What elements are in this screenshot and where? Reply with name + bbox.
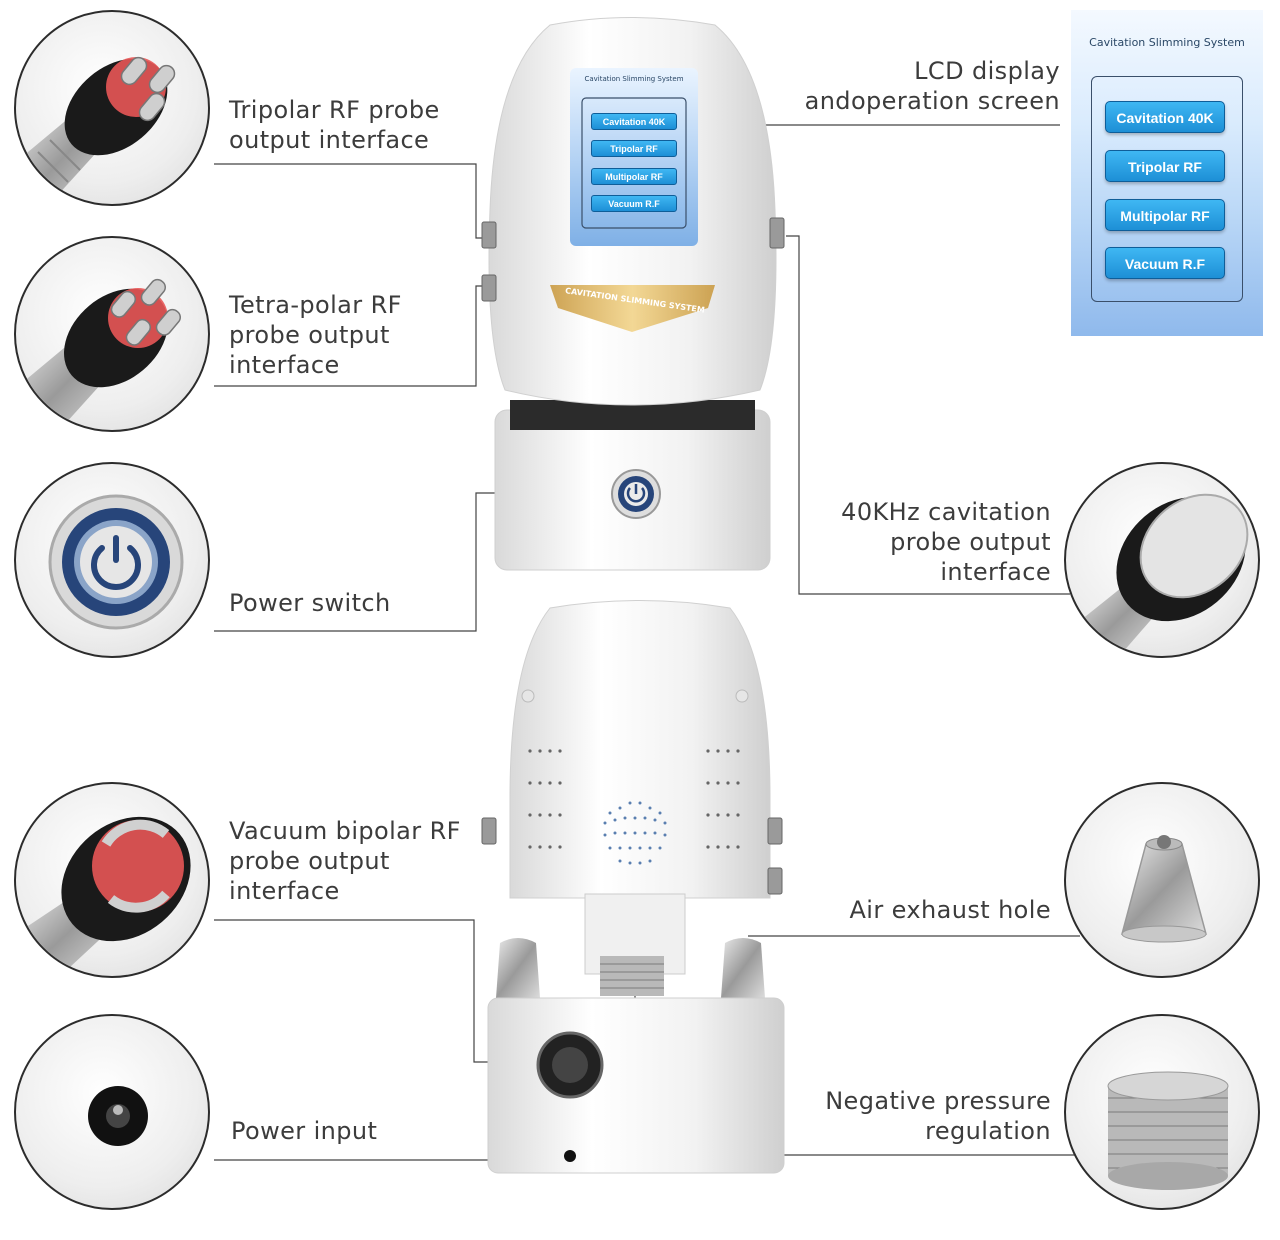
vacuum-bipolar-label: Vacuum bipolar RF probe output interface bbox=[229, 817, 461, 905]
device-back bbox=[481, 600, 785, 1174]
tetrapolar-probe-illustration bbox=[16, 278, 182, 430]
cavitation-probe-illustration bbox=[1076, 493, 1249, 656]
device-front bbox=[481, 17, 785, 571]
power-input-label: Power input bbox=[231, 1117, 378, 1145]
device-btn-cavitation[interactable]: Cavitation 40K bbox=[591, 113, 677, 130]
vacuum-probe-thumbnail bbox=[14, 782, 210, 978]
cavitation-probe-thumbnail bbox=[1064, 462, 1260, 658]
lcd-button-vacuum[interactable]: Vacuum R.F bbox=[1105, 247, 1225, 279]
air-exhaust-illustration bbox=[1121, 835, 1207, 943]
knob-illustration bbox=[1107, 1071, 1229, 1190]
device-btn-vacuum[interactable]: Vacuum R.F bbox=[591, 195, 677, 212]
power-switch-label: Power switch bbox=[229, 589, 391, 617]
tripolar-probe-illustration bbox=[16, 56, 176, 204]
power-input-thumbnail bbox=[14, 1014, 210, 1210]
air-exhaust-thumbnail bbox=[1064, 782, 1260, 978]
power-switch-thumbnail bbox=[14, 462, 210, 658]
tripolar-probe-thumbnail bbox=[14, 10, 210, 206]
device-btn-tripolar[interactable]: Tripolar RF bbox=[591, 140, 677, 157]
lcd-title: Cavitation Slimming System bbox=[1089, 36, 1245, 49]
lcd-screen-closeup: Cavitation Slimming System Cavitation 40… bbox=[1071, 10, 1263, 336]
power-switch-illustration bbox=[48, 494, 184, 630]
device-btn-multipolar[interactable]: Multipolar RF bbox=[591, 168, 677, 185]
tripolar-label: Tripolar RF probe output interface bbox=[229, 96, 440, 154]
negative-pressure-label: Negative pressure regulation bbox=[825, 1087, 1051, 1145]
lcd-frame bbox=[1091, 76, 1243, 302]
cavitation-label: 40KHz cavitation probe output interface bbox=[841, 498, 1051, 586]
leader-cavitation bbox=[786, 235, 1070, 595]
leader-tripolar bbox=[214, 163, 490, 239]
lcd-button-tripolar[interactable]: Tripolar RF bbox=[1105, 150, 1225, 182]
negative-pressure-thumbnail bbox=[1064, 1014, 1260, 1210]
air-exhaust-label: Air exhaust hole bbox=[849, 896, 1051, 924]
vacuum-probe-illustration bbox=[16, 816, 191, 976]
lcd-button-cavitation[interactable]: Cavitation 40K bbox=[1105, 101, 1225, 133]
tetrapolar-probe-thumbnail bbox=[14, 236, 210, 432]
lcd-button-multipolar[interactable]: Multipolar RF bbox=[1105, 199, 1225, 231]
device-screen-title: Cavitation Slimming System bbox=[584, 75, 684, 83]
power-input-illustration bbox=[88, 1086, 148, 1146]
lcd-label: LCD display andoperation screen bbox=[804, 57, 1060, 115]
tetrapolar-label: Tetra-polar RF probe output interface bbox=[229, 291, 402, 379]
